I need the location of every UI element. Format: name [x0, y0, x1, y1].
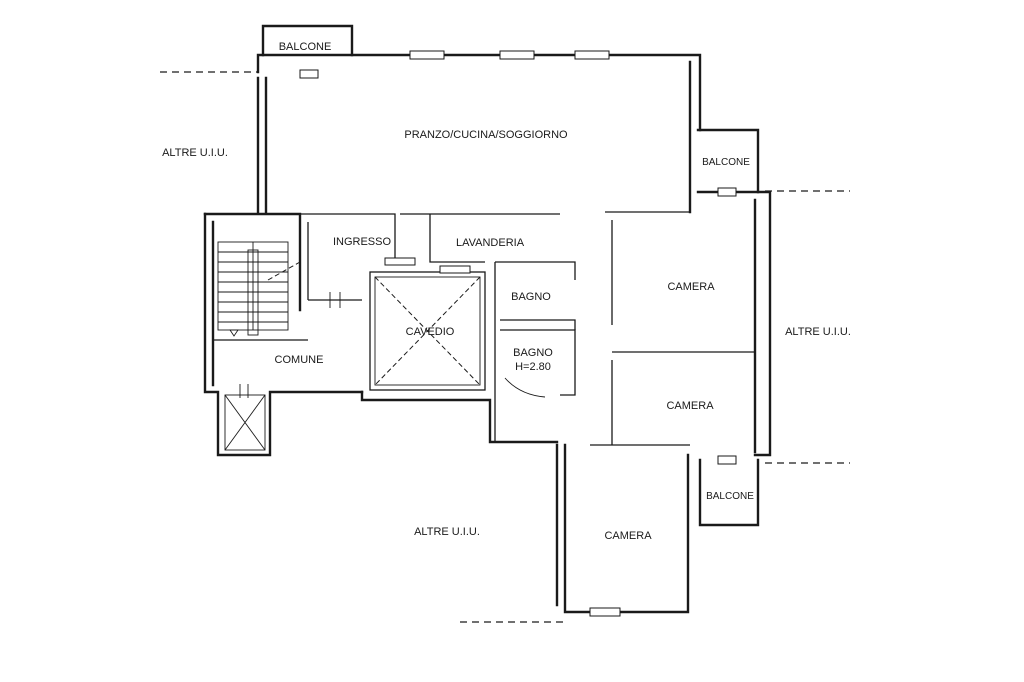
room-label-camera-3: CAMERA: [604, 530, 652, 542]
room-label-comune: COMUNE: [275, 354, 324, 366]
neighbor-label-bottom: ALTRE U.I.U.: [414, 526, 480, 538]
exterior-walls: [203, 24, 772, 614]
cavedio-cross: [374, 276, 481, 386]
neighbor-label-left: ALTRE U.I.U.: [162, 147, 228, 159]
room-label-balcone-bottom: BALCONE: [706, 491, 754, 502]
windows: [299, 50, 737, 617]
door-swings: [239, 292, 546, 398]
room-label-balcone-right: BALCONE: [702, 157, 750, 168]
room-label-camera-2: CAMERA: [666, 400, 714, 412]
room-height-bagno-2: H=2.80: [515, 361, 551, 373]
neighbor-boundary-lines: [160, 71, 850, 623]
room-label-balcone-top: BALCONE: [279, 41, 332, 53]
staircase: [217, 241, 301, 337]
interior-walls: [213, 211, 755, 446]
neighbor-label-right: ALTRE U.I.U.: [785, 326, 851, 338]
room-label-pranzo: PRANZO/CUCINA/SOGGIORNO: [404, 129, 568, 141]
room-label-bagno-2: BAGNO: [513, 347, 553, 359]
room-label-camera-1: CAMERA: [667, 281, 715, 293]
lift-shaft: [224, 394, 266, 451]
room-label-cavedio: CAVEDIO: [406, 326, 455, 338]
room-label-ingresso: INGRESSO: [333, 236, 392, 248]
room-label-lavanderia: LAVANDERIA: [456, 237, 525, 249]
room-label-bagno-1: BAGNO: [511, 291, 551, 303]
